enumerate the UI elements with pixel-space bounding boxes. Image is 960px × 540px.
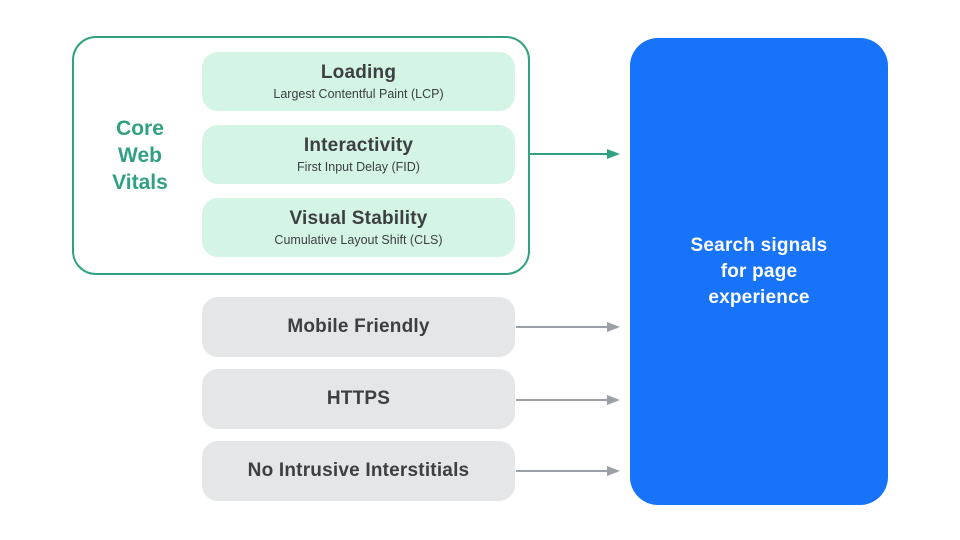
search-signals-box: Search signals for page experience — [630, 38, 888, 505]
signal-label: HTTPS — [326, 388, 391, 409]
arrow-head — [607, 322, 620, 332]
core-web-vitals-label: Core Web Vitals — [112, 117, 168, 194]
signal-label: Mobile Friendly — [287, 316, 430, 337]
arrow-head — [607, 395, 620, 405]
arrow-mobile-friendly-icon — [516, 321, 620, 333]
cwv-item-visual-stability: Visual Stability Cumulative Layout Shift… — [202, 198, 515, 257]
arrow-line — [516, 469, 607, 473]
arrow-line — [516, 325, 607, 329]
cwv-item-interactivity: Interactivity First Input Delay (FID) — [202, 125, 515, 184]
arrow-line — [516, 398, 607, 402]
core-web-vitals-group: Core Web Vitals Loading Largest Contentf… — [72, 36, 530, 275]
cwv-item-title: Loading — [320, 61, 397, 83]
arrow-line — [530, 152, 607, 156]
search-signals-label: Search signals for page experience — [690, 234, 828, 308]
arrow-head — [607, 466, 620, 476]
signal-mobile-friendly: Mobile Friendly — [202, 297, 515, 357]
cwv-item-subtitle: Cumulative Layout Shift (CLS) — [274, 232, 443, 247]
cwv-item-title: Visual Stability — [289, 207, 428, 229]
arrow-core-web-vitals-icon — [530, 148, 620, 160]
signal-no-intrusive-interstitials: No Intrusive Interstitials — [202, 441, 515, 501]
cwv-item-loading: Loading Largest Contentful Paint (LCP) — [202, 52, 515, 111]
arrow-head — [607, 149, 620, 159]
arrow-https-icon — [516, 394, 620, 406]
signal-label: No Intrusive Interstitials — [247, 460, 470, 481]
signal-https: HTTPS — [202, 369, 515, 429]
cwv-item-subtitle: First Input Delay (FID) — [297, 159, 420, 174]
cwv-item-subtitle: Largest Contentful Paint (LCP) — [273, 86, 444, 101]
cwv-item-title: Interactivity — [303, 134, 414, 156]
arrow-no-intrusive-interstitials-icon — [516, 465, 620, 477]
